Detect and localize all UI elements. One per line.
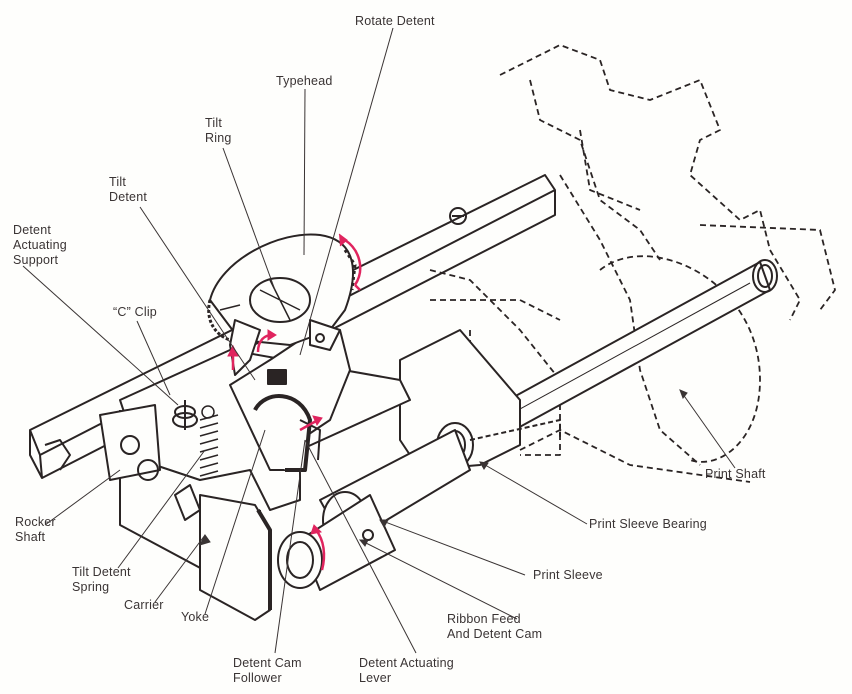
rotate-arrow bbox=[344, 238, 362, 286]
typehead-drawing bbox=[207, 233, 357, 376]
phantom-frame bbox=[429, 44, 836, 483]
label-detent-actuating-support: Detent Actuating Support bbox=[13, 223, 67, 267]
label-detent-actuating-lever: Detent Actuating Lever bbox=[359, 656, 454, 685]
label-print-sleeve-bearing: Print Sleeve Bearing bbox=[589, 517, 707, 531]
print-shaft-drawing bbox=[489, 259, 778, 436]
c-clip-drawing bbox=[172, 400, 198, 430]
leader-lines bbox=[22, 27, 736, 654]
label-tilt-ring: Tilt Ring bbox=[205, 116, 232, 145]
label-c-clip: “C” Clip bbox=[113, 305, 157, 319]
yoke-drawing bbox=[229, 329, 351, 472]
spring-drawing bbox=[199, 405, 219, 477]
label-print-shaft: Print Shaft bbox=[705, 467, 766, 481]
label-tilt-detent: Tilt Detent bbox=[109, 175, 148, 204]
label-detent-cam-follower: Detent Cam Follower bbox=[233, 656, 302, 685]
label-ribbon-feed-and-detent-cam: Ribbon Feed And Detent Cam bbox=[447, 612, 543, 641]
label-rocker-shaft: Rocker Shaft bbox=[15, 515, 56, 544]
label-yoke: Yoke bbox=[181, 610, 210, 624]
label-typehead: Typehead bbox=[276, 74, 333, 88]
label-print-sleeve: Print Sleeve bbox=[533, 568, 603, 582]
motion-arrows bbox=[227, 233, 362, 571]
label-rotate-detent: Rotate Detent bbox=[355, 14, 435, 28]
label-carrier: Carrier bbox=[124, 598, 164, 612]
label-tilt-detent-spring: Tilt Detent Spring bbox=[72, 565, 131, 594]
